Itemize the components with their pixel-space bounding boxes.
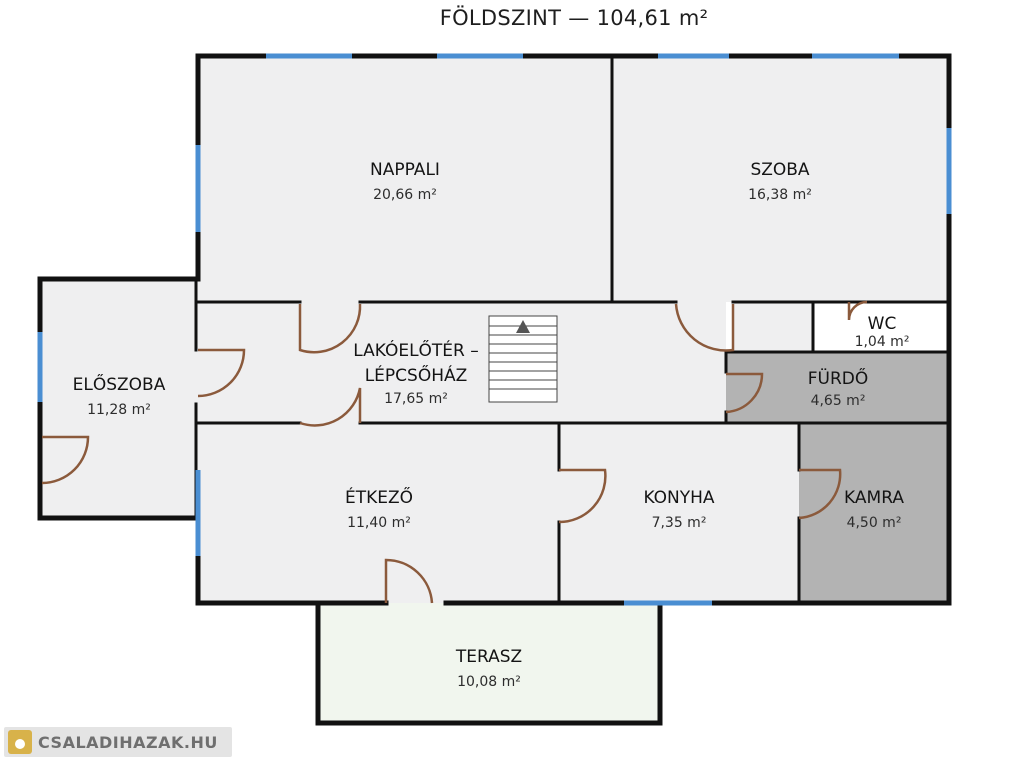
door-etkezo-hall bbox=[299, 387, 362, 427]
door-furdo bbox=[725, 372, 764, 414]
house-logo-icon bbox=[8, 730, 32, 754]
door-wc bbox=[847, 300, 868, 321]
door-kamra bbox=[798, 468, 842, 520]
area-nappali: 20,66 m² bbox=[373, 187, 437, 203]
label-etkezo: ÉTKEZŐ bbox=[345, 486, 413, 508]
door-eloszoba-entry bbox=[41, 435, 90, 485]
area-terasz: 10,08 m² bbox=[457, 674, 521, 690]
area-etkezo: 11,40 m² bbox=[347, 515, 411, 531]
label-lakoeloter-1: LAKÓELŐTÉR – bbox=[353, 339, 479, 361]
door-nappali-hall bbox=[298, 303, 362, 354]
room-lakoeloter bbox=[198, 302, 726, 423]
door-szoba-hall bbox=[674, 303, 735, 352]
door-terasz bbox=[384, 558, 434, 604]
room-szoba bbox=[612, 56, 949, 302]
label-kamra: KAMRA bbox=[844, 488, 904, 508]
label-wc: WC bbox=[868, 314, 897, 334]
label-eloszoba: ELŐSZOBA bbox=[73, 373, 166, 395]
label-terasz: TERASZ bbox=[455, 647, 522, 667]
room-konyha bbox=[559, 423, 799, 603]
area-szoba: 16,38 m² bbox=[748, 187, 812, 203]
door-konyha bbox=[558, 468, 607, 524]
label-konyha: KONYHA bbox=[643, 488, 714, 508]
area-kamra: 4,50 m² bbox=[847, 515, 902, 531]
room-kamra bbox=[799, 423, 949, 603]
area-konyha: 7,35 m² bbox=[652, 515, 707, 531]
area-eloszoba: 11,28 m² bbox=[87, 402, 151, 418]
room-wc bbox=[813, 302, 949, 352]
room-terasz bbox=[318, 603, 660, 723]
stair-arrow-icon bbox=[516, 320, 530, 333]
label-nappali: NAPPALI bbox=[370, 160, 440, 180]
doors bbox=[41, 300, 868, 604]
area-lakoeloter: 17,65 m² bbox=[384, 391, 448, 407]
area-wc: 1,04 m² bbox=[855, 334, 910, 350]
watermark-text: CSALADIHAZAK.HU bbox=[38, 732, 218, 752]
room-nappali bbox=[198, 56, 612, 302]
room-furdo bbox=[726, 352, 949, 423]
windows bbox=[37, 53, 952, 606]
label-furdo: FÜRDŐ bbox=[808, 367, 869, 389]
floor-title: FÖLDSZINT — 104,61 m² bbox=[439, 6, 709, 30]
area-furdo: 4,65 m² bbox=[811, 393, 866, 409]
room-fills bbox=[40, 56, 949, 723]
label-lakoeloter-2: LÉPCSŐHÁZ bbox=[365, 364, 468, 386]
room-etkezo bbox=[198, 423, 559, 603]
room-eloszoba bbox=[40, 279, 198, 518]
room-labels: NAPPALI 20,66 m² SZOBA 16,38 m² ELŐSZOBA… bbox=[73, 160, 910, 690]
watermark: CSALADIHAZAK.HU bbox=[4, 727, 232, 757]
label-szoba: SZOBA bbox=[750, 160, 809, 180]
room-small-closet bbox=[733, 302, 813, 352]
door-eloszoba-hall bbox=[197, 348, 246, 398]
staircase bbox=[488, 315, 558, 403]
